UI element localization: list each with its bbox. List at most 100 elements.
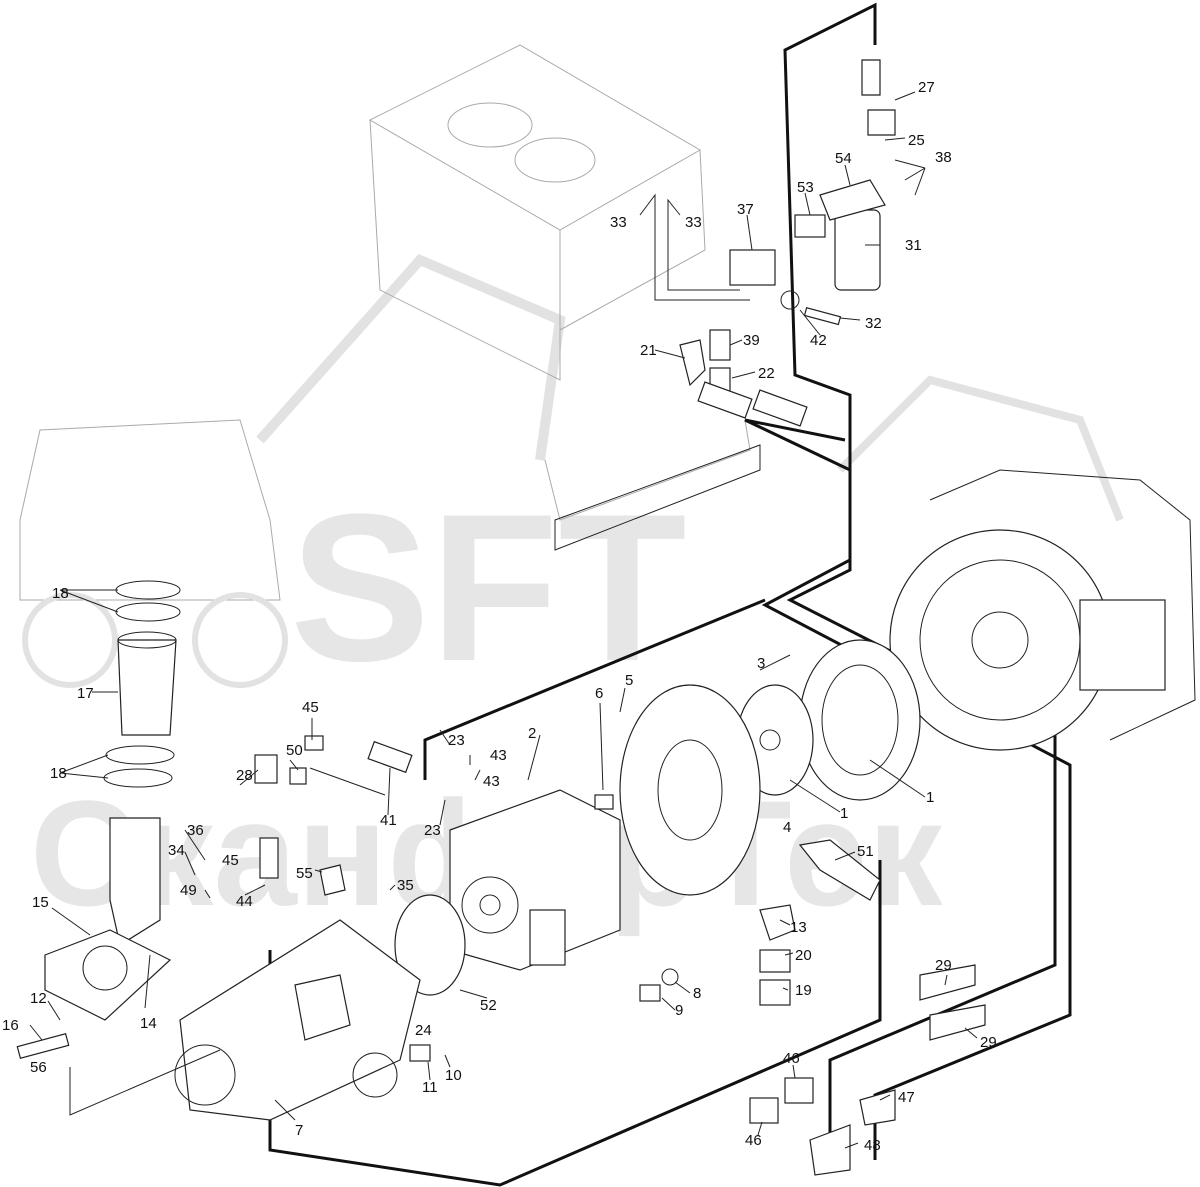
callout-52: 52 xyxy=(480,997,497,1014)
fitting-20 xyxy=(759,949,791,973)
seal-ring-52 xyxy=(394,894,466,996)
filter-head xyxy=(819,179,886,221)
coupling-disc xyxy=(799,639,921,801)
fitting-45-top xyxy=(304,735,324,751)
callout-23-bottom: 23 xyxy=(424,822,441,839)
callout-28: 28 xyxy=(236,767,253,784)
callout-10: 10 xyxy=(445,1067,462,1084)
callout-7: 7 xyxy=(295,1122,303,1139)
callout-37: 37 xyxy=(737,201,754,218)
flywheel-housing xyxy=(889,529,1111,751)
bolt-9 xyxy=(639,984,661,1002)
coupling-parts xyxy=(619,639,921,896)
fitting-27-body xyxy=(867,109,896,136)
fitting-19 xyxy=(759,979,791,1006)
callout-12: 12 xyxy=(30,990,47,1007)
callout-56: 56 xyxy=(30,1059,47,1076)
fitting-48 xyxy=(809,1124,851,1176)
elbow-pipe-14 xyxy=(109,817,161,946)
watermark-brand: SFT xyxy=(290,470,687,705)
callout-39: 39 xyxy=(743,332,760,349)
clamp-29-top xyxy=(919,964,976,1001)
callout-38: 38 xyxy=(935,149,952,166)
callout-47: 47 xyxy=(898,1089,915,1106)
callout-9: 9 xyxy=(675,1002,683,1019)
callout-5: 5 xyxy=(625,672,633,689)
callout-22: 22 xyxy=(758,365,775,382)
elbow-21 xyxy=(679,339,706,387)
filter-canister xyxy=(834,209,881,291)
pump-port xyxy=(529,909,566,966)
adapter-plate xyxy=(619,684,761,896)
fitting-46-bottom xyxy=(749,1097,779,1124)
callout-35: 35 xyxy=(397,877,414,894)
intake-assembly xyxy=(16,580,181,1060)
callout-31: 31 xyxy=(905,237,922,254)
bracket-37 xyxy=(729,249,776,286)
flange-15 xyxy=(44,929,172,1021)
pump-assembly xyxy=(174,789,621,1121)
callout-36: 36 xyxy=(187,822,204,839)
callout-17: 17 xyxy=(77,685,94,702)
valve-28 xyxy=(254,754,278,784)
callout-3: 3 xyxy=(757,655,765,672)
callout-54: 54 xyxy=(835,150,852,167)
filter-assembly xyxy=(729,59,896,291)
callout-24: 24 xyxy=(415,1022,432,1039)
fitting-47 xyxy=(859,1089,896,1126)
callout-13: 13 xyxy=(790,919,807,936)
callout-42: 42 xyxy=(810,332,827,349)
callout-6: 6 xyxy=(595,685,603,702)
leader-lines xyxy=(29,91,978,1149)
callout-49: 49 xyxy=(180,882,197,899)
callout-11: 11 xyxy=(422,1079,438,1096)
callout-8: 8 xyxy=(693,985,701,1002)
callout-29-top: 29 xyxy=(935,957,952,974)
frame-assembly xyxy=(368,44,761,551)
callout-44: 44 xyxy=(236,893,253,910)
callout-29-bottom: 29 xyxy=(980,1034,997,1051)
callout-46-top: 46 xyxy=(783,1050,800,1067)
callout-27: 27 xyxy=(918,79,935,96)
hose-51 xyxy=(798,839,881,901)
fitting-39 xyxy=(709,329,731,361)
bolt-16 xyxy=(16,1032,70,1060)
callout-23-top: 23 xyxy=(448,732,465,749)
callout-labels: 1 1 2 3 4 5 6 7 8 9 10 11 12 13 14 15 16… xyxy=(2,79,997,1154)
hose-fitting-27 xyxy=(861,59,881,96)
callout-4: 4 xyxy=(783,819,791,836)
callout-14: 14 xyxy=(140,1015,157,1032)
bolt-11 xyxy=(409,1044,431,1062)
excavator-arm-icon xyxy=(256,253,566,461)
tractor-wheel-icon xyxy=(22,592,118,688)
callout-19: 19 xyxy=(795,982,812,999)
callout-18-bottom: 18 xyxy=(50,765,67,782)
callout-53: 53 xyxy=(797,179,814,196)
callout-51: 51 xyxy=(857,843,874,860)
tractor-outline-icon xyxy=(19,419,281,601)
valve-plate xyxy=(294,974,351,1041)
callout-43-top: 43 xyxy=(490,747,507,764)
callout-45-top: 45 xyxy=(302,699,319,716)
callout-25: 25 xyxy=(908,132,925,149)
callout-20: 20 xyxy=(795,947,812,964)
callout-15: 15 xyxy=(32,894,49,911)
callout-2: 2 xyxy=(528,725,536,742)
callout-1-hub: 1 xyxy=(840,805,848,822)
callout-48: 48 xyxy=(864,1137,881,1154)
callout-1: 1 xyxy=(926,789,934,806)
clamp-29-bottom xyxy=(929,1004,986,1041)
callout-45-bottom: 45 xyxy=(222,852,239,869)
engine-assembly xyxy=(889,469,1196,751)
hose-end-right xyxy=(752,389,808,427)
bracket-50 xyxy=(289,767,307,785)
callout-32: 32 xyxy=(865,315,882,332)
callout-18-top: 18 xyxy=(52,585,69,602)
callout-55: 55 xyxy=(296,865,313,882)
fitting-45-bottom xyxy=(259,837,279,879)
callout-34: 34 xyxy=(168,842,185,859)
callout-41: 41 xyxy=(380,812,397,829)
small-parts xyxy=(254,290,986,1176)
callout-43-bottom: 43 xyxy=(483,773,500,790)
